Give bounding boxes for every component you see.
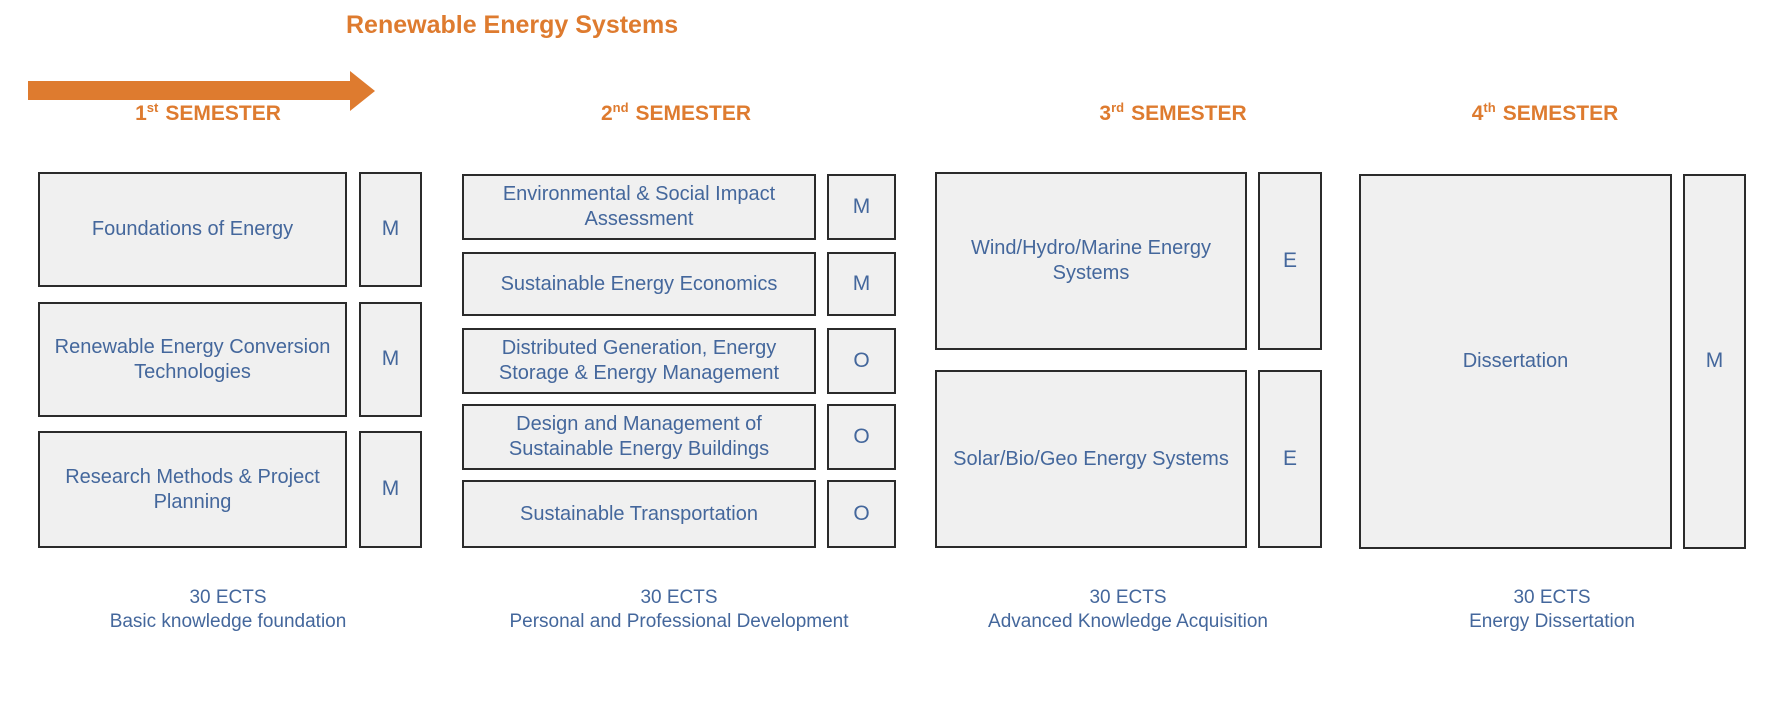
- course-box: Design and Management of Sustainable Ene…: [462, 404, 816, 470]
- semester-3-word: SEMESTER: [1131, 102, 1247, 125]
- timeline-arrow-body: [28, 81, 350, 100]
- course-type: M: [381, 477, 400, 501]
- course-type: M: [852, 194, 871, 218]
- course-box: Foundations of Energy: [38, 172, 347, 287]
- semester-2-number: 2: [600, 102, 613, 125]
- ects-label: 30 ECTS: [1513, 587, 1591, 608]
- course-title: Design and Management of Sustainable Ene…: [508, 413, 770, 460]
- semester-2-word: SEMESTER: [635, 102, 752, 125]
- course-box: Distributed Generation, Energy Storage &…: [462, 328, 816, 394]
- semester-2-footer: 30 ECTS Personal and Professional Develo…: [449, 586, 909, 634]
- course-type: M: [381, 347, 400, 371]
- semester-goal: Basic knowledge foundation: [109, 611, 347, 632]
- course-type-badge: M: [1683, 174, 1746, 549]
- course-box: Wind/Hydro/Marine Energy Systems: [935, 172, 1247, 350]
- course-title: Dissertation: [1462, 350, 1569, 372]
- course-title: Distributed Generation, Energy Storage &…: [498, 337, 780, 384]
- course-type: M: [1705, 349, 1724, 373]
- course-title: Wind/Hydro/Marine Energy Systems: [970, 237, 1212, 284]
- ects-label: 30 ECTS: [1089, 587, 1167, 608]
- ects-label: 30 ECTS: [640, 587, 718, 608]
- semester-4-footer: 30 ECTS Energy Dissertation: [1322, 586, 1782, 634]
- course-box: Research Methods & Project Planning: [38, 431, 347, 548]
- diagram-title: Renewable Energy Systems: [346, 11, 679, 39]
- semester-2-header: 2nd SEMESTER: [601, 100, 751, 126]
- course-title: Renewable Energy Conversion Technologies: [54, 335, 331, 383]
- course-title: Research Methods & Project Planning: [65, 465, 320, 513]
- semester-1-ordinal: st: [146, 100, 159, 115]
- ects-label: 30 ECTS: [189, 587, 267, 608]
- course-type: M: [852, 271, 871, 295]
- semester-4-word: SEMESTER: [1502, 102, 1619, 125]
- semester-3-header: 3rd SEMESTER: [1099, 100, 1246, 126]
- course-box: Sustainable Energy Economics: [462, 252, 816, 316]
- course-box: Renewable Energy Conversion Technologies: [38, 302, 347, 417]
- course-type-badge: M: [359, 172, 422, 287]
- semester-goal: Energy Dissertation: [1469, 611, 1635, 632]
- course-type-badge: M: [827, 252, 896, 316]
- course-box: Environmental & Social Impact Assessment: [462, 174, 816, 240]
- course-box: Solar/Bio/Geo Energy Systems: [935, 370, 1247, 548]
- semester-1-word: SEMESTER: [165, 102, 281, 125]
- semester-3-footer: 30 ECTS Advanced Knowledge Acquisition: [898, 586, 1358, 634]
- semester-goal: Personal and Professional Development: [509, 611, 849, 632]
- semester-2-ordinal: nd: [612, 100, 629, 115]
- course-type: M: [381, 217, 400, 241]
- course-type-badge: O: [827, 480, 896, 548]
- timeline-arrow-head-icon: [350, 71, 375, 111]
- course-box: Dissertation: [1359, 174, 1672, 549]
- course-title: Sustainable Energy Economics: [500, 272, 778, 295]
- course-title: Solar/Bio/Geo Energy Systems: [953, 447, 1229, 470]
- course-type: E: [1282, 248, 1297, 272]
- semester-4-number: 4: [1471, 102, 1484, 125]
- course-type: E: [1282, 446, 1297, 470]
- course-type-badge: M: [827, 174, 896, 240]
- course-box: Sustainable Transportation: [462, 480, 816, 548]
- semester-1-header: 1st SEMESTER: [135, 100, 281, 126]
- course-type-badge: M: [359, 302, 422, 417]
- semester-1-footer: 30 ECTS Basic knowledge foundation: [0, 586, 458, 634]
- course-type-badge: E: [1258, 172, 1322, 350]
- course-type-badge: O: [827, 328, 896, 394]
- semester-1-number: 1: [135, 102, 147, 125]
- course-title: Foundations of Energy: [91, 218, 294, 240]
- course-title: Environmental & Social Impact Assessment: [502, 183, 776, 230]
- semester-3-ordinal: rd: [1111, 100, 1125, 115]
- course-type: O: [853, 501, 870, 525]
- course-type-badge: O: [827, 404, 896, 470]
- course-type-badge: M: [359, 431, 422, 548]
- semester-goal: Advanced Knowledge Acquisition: [988, 611, 1268, 632]
- course-type-badge: E: [1258, 370, 1322, 548]
- semester-4-ordinal: th: [1483, 100, 1496, 115]
- semester-4-header: 4th SEMESTER: [1472, 100, 1619, 126]
- course-title: Sustainable Transportation: [520, 502, 758, 525]
- course-type: O: [853, 348, 870, 372]
- course-type: O: [853, 424, 870, 448]
- semester-3-number: 3: [1099, 102, 1112, 125]
